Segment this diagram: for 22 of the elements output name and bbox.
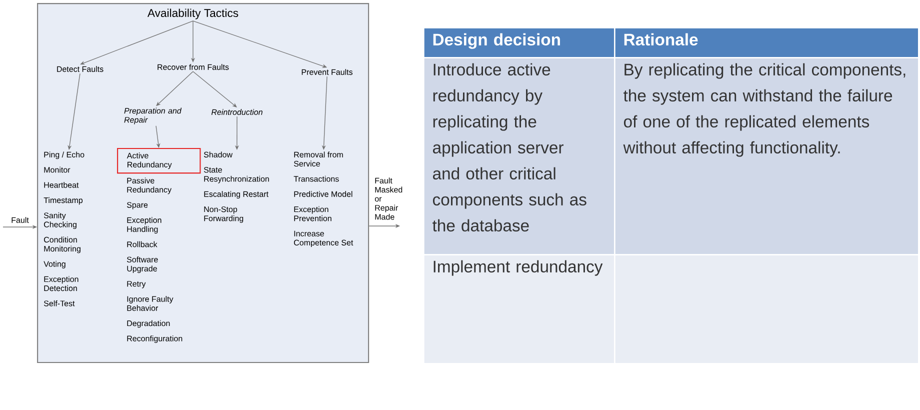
tactic-list: Removal from Service Transactions Predictive Model Exception Prevention Increase Competence Set: [294, 152, 354, 248]
tactic-category: Detect Faults: [57, 66, 104, 72]
edge-label: Fault Masked or Repair Made: [374, 178, 402, 220]
tactics-panel: [37, 3, 370, 364]
tactic-list: Passive Redundancy Spare Exception Handling Rollback Software Upgrade Retry Ignore Faulty Behavior Degradation Reconfiguration: [126, 178, 182, 343]
highlighted-tactic: Active Redundancy: [117, 148, 201, 174]
arrow: [192, 71, 237, 108]
tactic-subcategory: Preparation and Repair: [124, 108, 182, 124]
tactic-subcategory: Reintroduction: [211, 109, 262, 115]
tactic-list: Ping / Echo Monitor Heartbeat Timestamp Sanity Checking Condition Monitoring Voting Exception Detection Self-Test: [44, 152, 84, 306]
tactic-heading: Availability Tactics: [147, 8, 238, 20]
arrow: [192, 20, 327, 68]
table-cell: Introduce active redundancy by replicating the application server and other critical components such as the database: [423, 57, 616, 256]
tactic-list: Shadow State Resynchronization Escalating Restart Non-Stop Forwarding: [204, 152, 269, 223]
arrow: [80, 20, 194, 65]
tactic-category: Prevent Faults: [302, 69, 352, 75]
tactic-category: Recover from Faults: [158, 64, 229, 70]
table-header-cell: Rationale: [614, 27, 920, 58]
table-cell: By replicating the critical components, the system can withstand the failure of one of the replicated elements without affecting functionality.: [614, 57, 920, 256]
table-cell: Implement redundancy: [423, 254, 616, 364]
table-header-cell: Design decision: [423, 27, 616, 58]
edge-label: Fault: [12, 217, 29, 223]
